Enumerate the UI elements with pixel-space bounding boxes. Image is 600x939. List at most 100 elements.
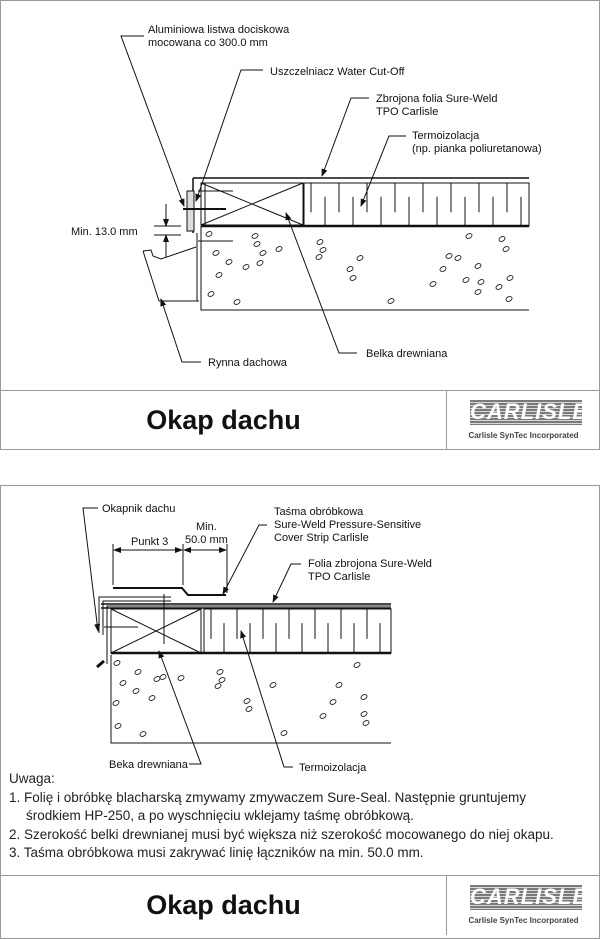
aggregate-mark (112, 700, 120, 706)
aggregate-mark (319, 713, 327, 719)
carlisle-logo: CARLISLE Carlisle SynTec Incorporated (446, 391, 600, 450)
aggregate-mark (205, 231, 213, 237)
dim-min: Min. (196, 521, 217, 533)
label-clamp-bar-2: mocowana co 300.0 mm (148, 37, 268, 49)
aggregate-mark (245, 706, 253, 712)
aggregate-mark (429, 281, 437, 287)
aggregate-mark (251, 233, 259, 239)
title-block-2: Okap dachu CARLISLE Carlisle SynTec Inco… (1, 875, 599, 935)
aggregate-mark (506, 275, 514, 281)
concrete-slab (110, 655, 391, 744)
aggregate-mark (495, 284, 503, 290)
label-beam: Belka drewniana (366, 348, 448, 360)
aggregate-mark (233, 299, 241, 305)
aggregate-mark (177, 675, 185, 681)
detail-panel-1: Aluminiowa listwa dociskowa mocowana co … (0, 0, 600, 450)
aggregate-mark (139, 731, 147, 737)
aggregate-mark (256, 260, 264, 266)
carlisle-logo: CARLISLE Carlisle SynTec Incorporated (446, 876, 600, 935)
aggregate-mark (316, 239, 324, 245)
aggregate-mark (214, 683, 222, 689)
aggregate-mark (215, 272, 223, 278)
label-insulation: Termoizolacja (412, 130, 480, 142)
aggregate-mark (216, 669, 224, 675)
aggregate-mark (315, 254, 323, 260)
aggregate-mark (360, 694, 368, 700)
aggregate-mark (259, 250, 267, 256)
logo-word: CARLISLE (470, 884, 588, 909)
label-cover-strip: Taśma obróbkowa (274, 506, 364, 518)
aggregate-mark (114, 723, 122, 729)
insulation (303, 182, 530, 227)
aggregate-mark (207, 291, 215, 297)
note-item: środkiem HP-250, a po wyschnięciu wkleja… (26, 808, 414, 823)
notes-heading: Uwaga: (9, 771, 55, 786)
concrete-slab (200, 226, 529, 311)
label-membrane: Folia zbrojona Sure-Weld (308, 558, 432, 570)
aggregate-mark (119, 680, 127, 686)
label-membrane-2: TPO Carlisle (308, 571, 370, 583)
aggregate-mark (454, 255, 462, 261)
label-beam: Beka drewniana (109, 759, 189, 771)
eave-drawing-2: Okapnik dachu Taśma obróbkowa Sure-Weld … (82, 503, 432, 774)
aggregate-mark (212, 250, 220, 256)
aggregate-mark (269, 682, 277, 688)
aggregate-mark (243, 698, 251, 704)
aggregate-mark (113, 660, 121, 666)
aggregate-mark (474, 263, 482, 269)
aggregate-mark (439, 266, 447, 272)
label-insulation-2: (np. pianka poliuretanowa) (412, 143, 542, 155)
label-insulation: Termoizolacja (299, 762, 367, 774)
aggregate-mark (349, 275, 357, 281)
aggregate-mark (225, 259, 233, 265)
aggregate-mark (148, 695, 156, 701)
note-item: 2. Szerokość belki drewnianej musi być w… (9, 826, 554, 842)
aggregate-mark (445, 253, 453, 259)
label-drip-edge: Okapnik dachu (102, 503, 175, 515)
aggregate-mark (275, 246, 283, 252)
drawing-title: Okap dachu (146, 890, 301, 920)
label-gutter: Rynna dachowa (208, 357, 288, 369)
aggregate-mark (498, 236, 506, 242)
label-min-gap: Min. 13.0 mm (71, 226, 138, 238)
logo-subtitle: Carlisle SynTec Incorporated (468, 916, 579, 925)
aggregate-mark (387, 298, 395, 304)
gutter (142, 250, 199, 302)
label-membrane-2: TPO Carlisle (376, 106, 438, 118)
aggregate-mark (465, 233, 473, 239)
notes: Uwaga: 1. Folię i obróbkę blacharską zmy… (9, 770, 554, 863)
label-membrane: Zbrojona folia Sure-Weld (376, 93, 497, 105)
aggregate-mark (360, 711, 368, 717)
aggregate-mark (477, 279, 485, 285)
aggregate-mark (362, 720, 370, 726)
aggregate-mark (353, 662, 361, 668)
aggregate-mark (242, 264, 250, 270)
aggregate-mark (335, 682, 343, 688)
detail-panel-2: Okapnik dachu Taśma obróbkowa Sure-Weld … (0, 485, 600, 939)
title-block-1: Okap dachu CARLISLE Carlisle SynTec Inco… (1, 390, 599, 450)
aggregate-mark (253, 241, 261, 247)
aggregate-mark (474, 289, 482, 295)
label-cover-strip-2: Sure-Weld Pressure-Sensitive (274, 519, 421, 531)
logo-word: CARLISLE (470, 399, 588, 424)
aggregate-mark (346, 266, 354, 272)
aggregate-mark (132, 688, 140, 694)
aggregate-mark (505, 296, 513, 302)
dim-min-value: 50.0 mm (185, 534, 228, 546)
aggregate-mark (280, 730, 288, 736)
label-cover-strip-3: Cover Strip Carlisle (274, 532, 369, 544)
label-sealant: Uszczelniacz Water Cut-Off (270, 66, 405, 78)
logo-mark (470, 885, 582, 910)
label-clamp-bar: Aluminiowa listwa dociskowa (148, 24, 290, 36)
insulation (203, 608, 392, 654)
cover-strip (113, 587, 226, 596)
aggregate-mark (502, 246, 510, 252)
dim-point-3: Punkt 3 (131, 536, 168, 548)
aggregate-mark (356, 255, 364, 261)
aggregate-mark (218, 677, 226, 683)
note-item: 1. Folię i obróbkę blacharską zmywamy zm… (9, 789, 526, 805)
drawing-title: Okap dachu (146, 405, 301, 435)
eave-drawing-1: Aluminiowa listwa dociskowa mocowana co … (71, 24, 542, 369)
aggregate-mark (134, 669, 142, 675)
logo-subtitle: Carlisle SynTec Incorporated (468, 431, 579, 440)
